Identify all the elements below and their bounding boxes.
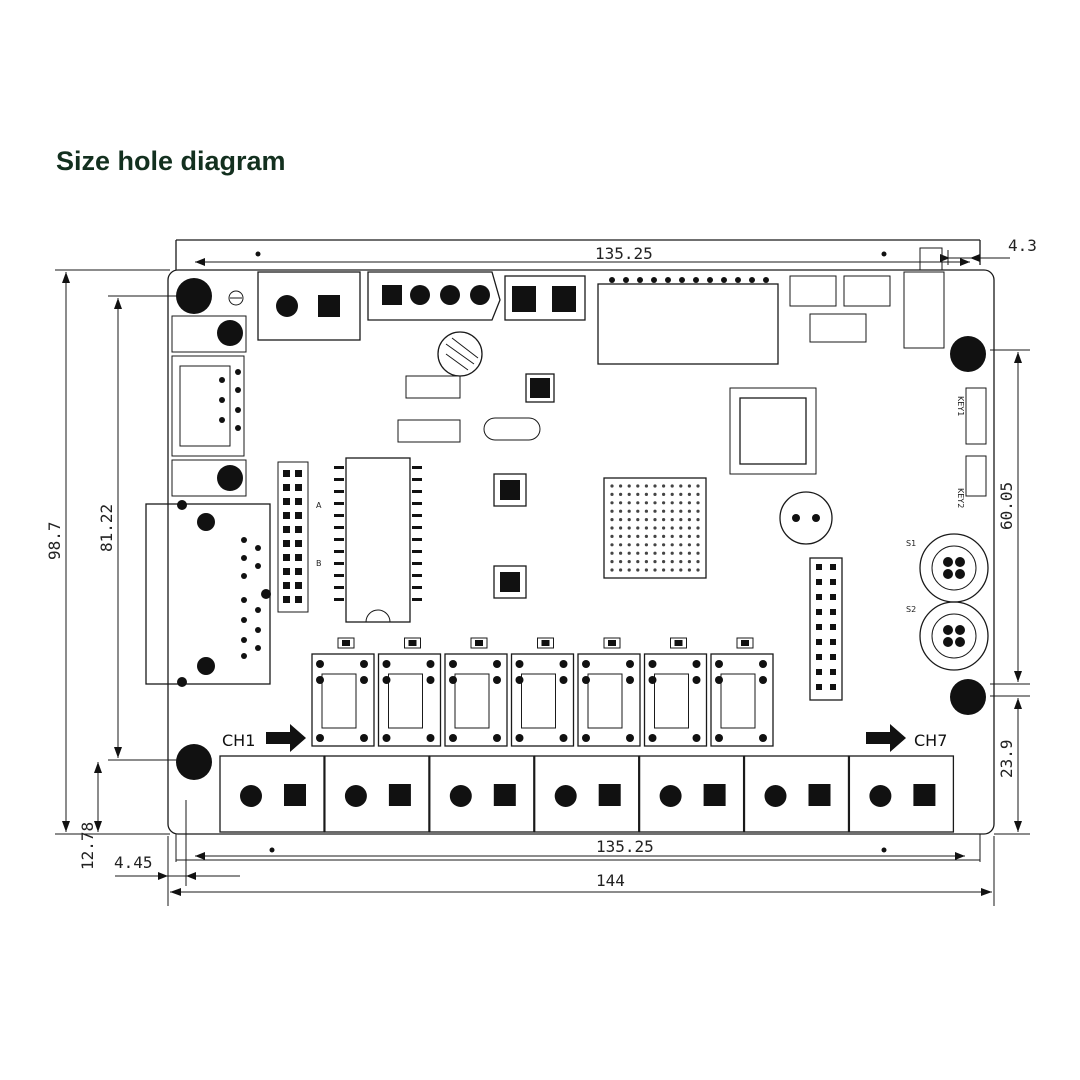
dim-bottom-left-vertical: 12.78 — [78, 822, 97, 870]
dim-left-inner-height: 81.22 — [97, 504, 116, 552]
terminal-block — [848, 755, 955, 833]
relay — [311, 637, 375, 747]
left-connectors — [145, 290, 271, 687]
channel-label-last: CH7 — [914, 731, 947, 750]
display-module — [597, 283, 779, 365]
header-label-b: B — [316, 559, 322, 568]
terminal-row — [219, 755, 955, 833]
label-s1: S1 — [906, 539, 916, 548]
page-title: Size hole diagram — [56, 146, 286, 176]
dim-bottom-left-horizontal: 4.45 — [114, 853, 153, 872]
terminal-block — [429, 755, 535, 833]
mounting-hole — [176, 744, 212, 780]
relay-row — [311, 637, 774, 747]
components: A B S1 — [277, 331, 989, 701]
label-key1: KEY1 — [956, 396, 965, 416]
terminal-block — [534, 755, 640, 833]
dim-top-right-offset: 4.3 — [1008, 236, 1037, 255]
bga-chip — [603, 477, 707, 579]
terminal-block — [638, 755, 745, 833]
dim-right-upper: 60.05 — [997, 482, 1016, 530]
ethernet-jack — [145, 503, 271, 685]
relay — [510, 637, 575, 747]
dim-left-height: 98.7 — [45, 521, 64, 560]
dim-top-width: 135.25 — [595, 244, 653, 263]
qfp-chip — [739, 397, 807, 465]
channel-label-first: CH1 — [222, 731, 255, 750]
mounting-hole — [950, 336, 986, 372]
button-s2 — [919, 601, 989, 671]
relay — [643, 637, 708, 747]
relay — [577, 637, 641, 747]
header-label-a: A — [316, 501, 322, 510]
dim-overall-width: 144 — [596, 871, 625, 890]
arrow-right-icon — [266, 724, 306, 752]
top-connectors — [257, 247, 945, 365]
relay — [444, 637, 508, 747]
mounting-hole — [950, 679, 986, 715]
arrow-right-icon — [866, 724, 906, 752]
mounting-hole — [176, 278, 212, 314]
relay — [710, 637, 774, 747]
board-outline — [167, 269, 995, 835]
label-s2: S2 — [906, 605, 916, 614]
button-s1 — [919, 533, 989, 603]
label-key2: KEY2 — [956, 488, 965, 508]
relay — [377, 637, 442, 747]
dim-right-lower: 23.9 — [997, 739, 1016, 778]
terminal-block — [743, 755, 850, 833]
dimension-lines — [55, 239, 1030, 906]
dim-bottom-inner-width: 135.25 — [596, 837, 654, 856]
terminal-block — [324, 755, 430, 833]
terminal-block — [219, 755, 325, 833]
